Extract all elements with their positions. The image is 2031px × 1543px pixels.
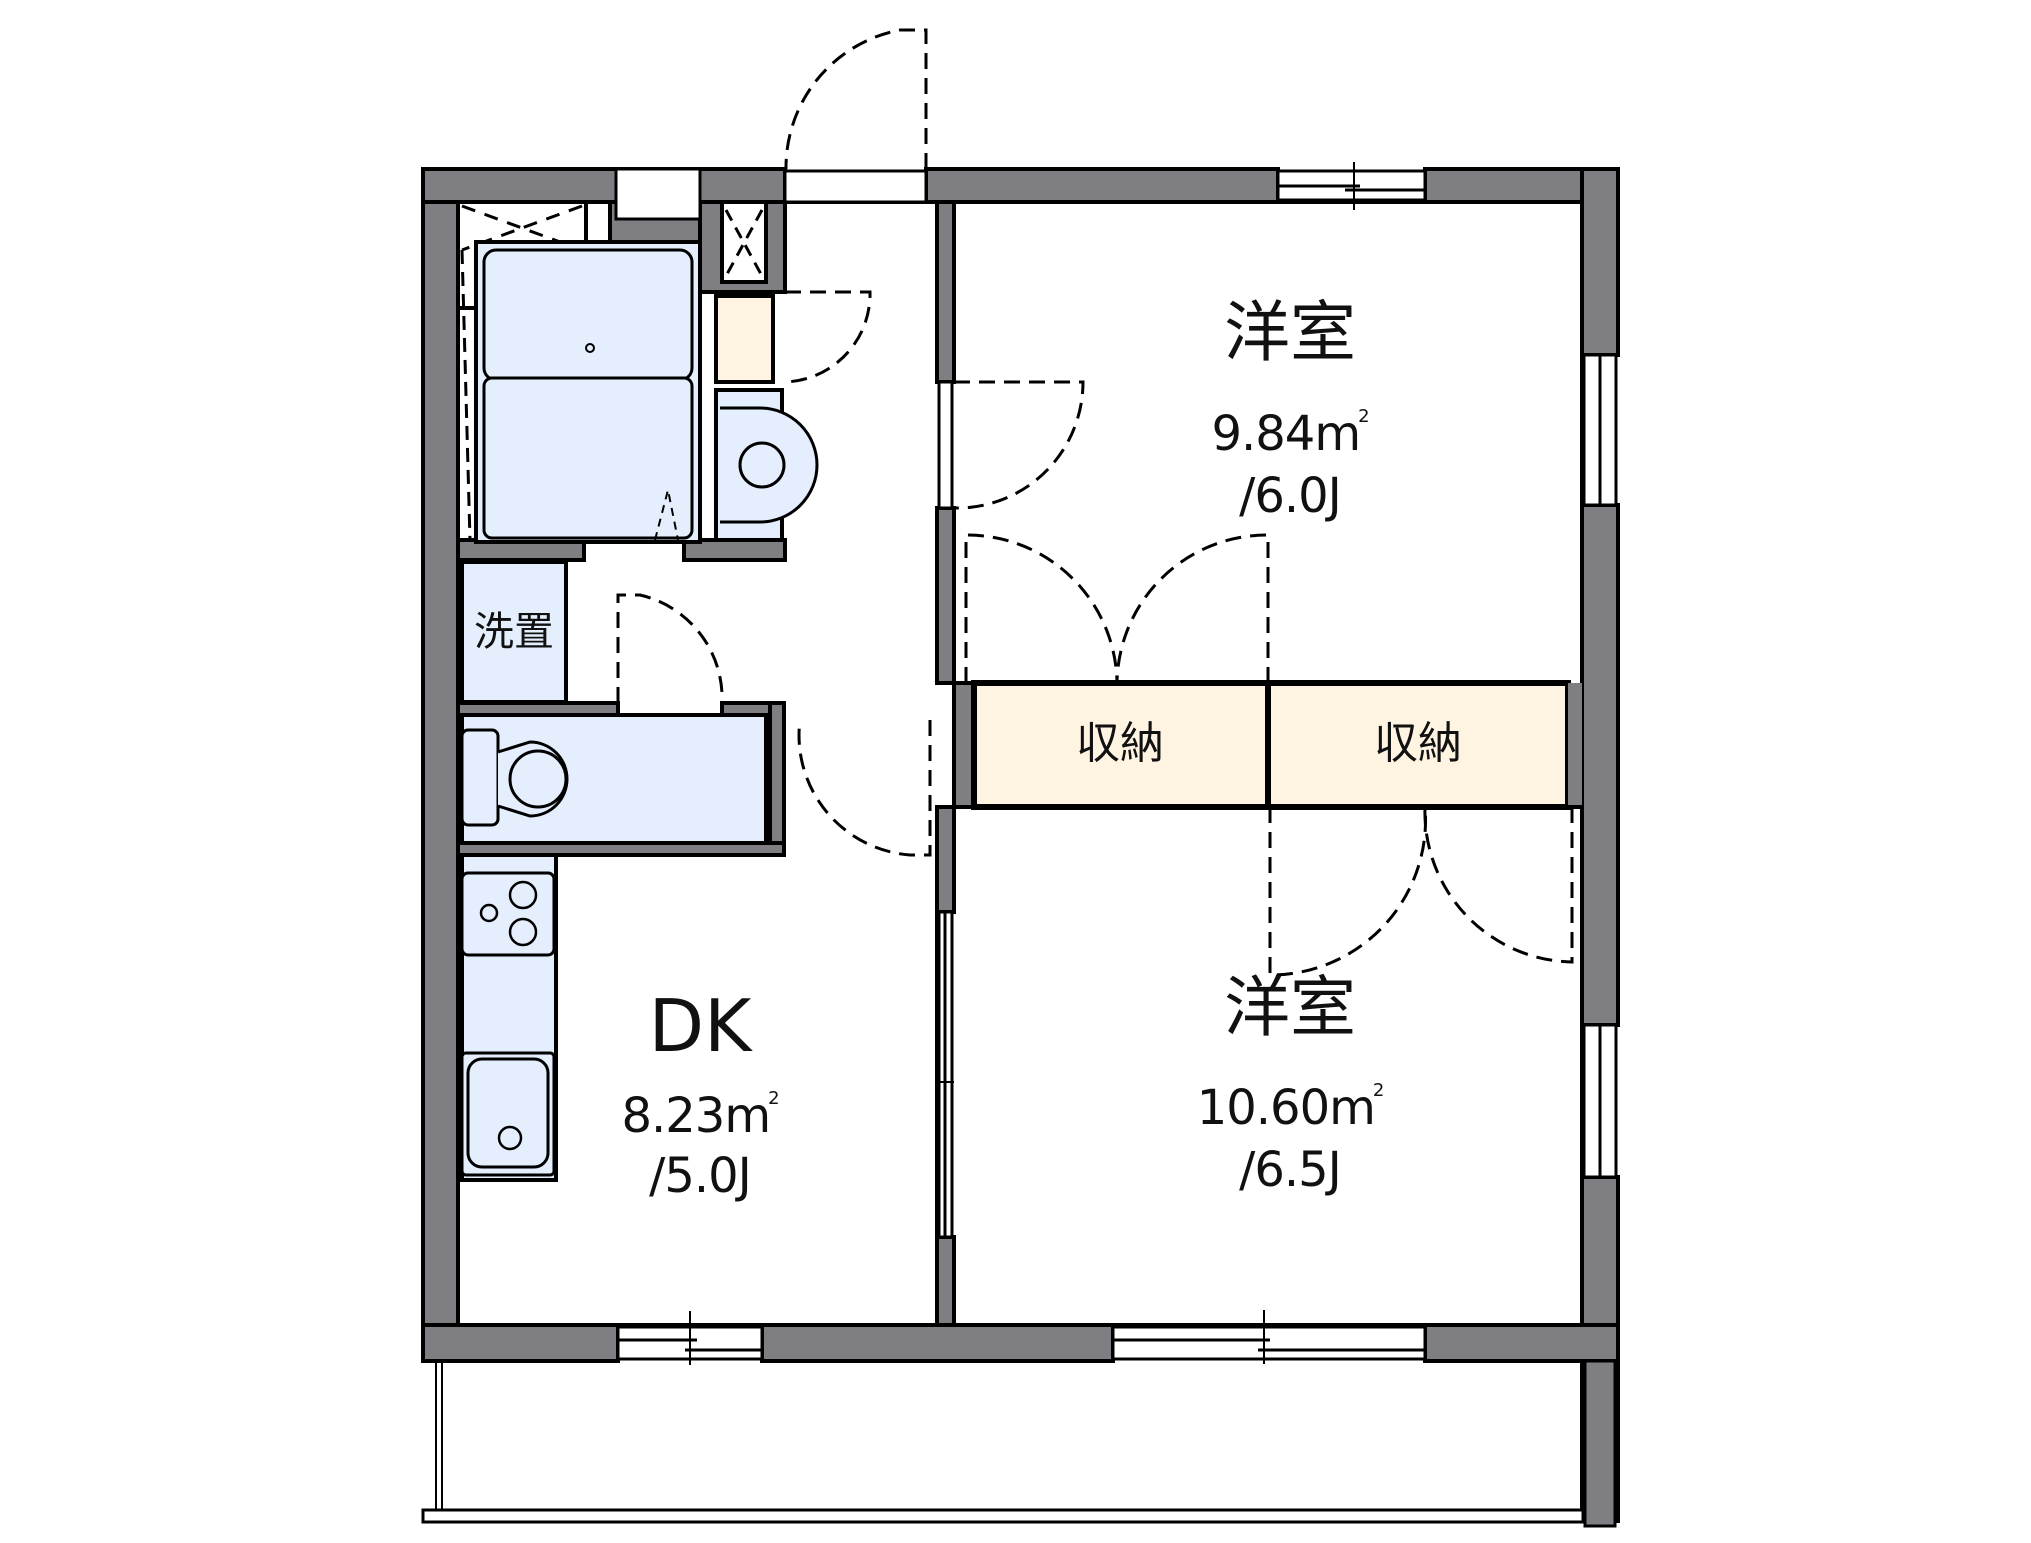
toilet-room: [460, 713, 768, 845]
storage-label-left: 収納: [1076, 718, 1164, 769]
kitchen-counter: [460, 853, 558, 1182]
room-name-dk: DK: [648, 984, 752, 1068]
area-value: 9.84m: [1211, 406, 1361, 462]
windows: [616, 162, 1618, 1365]
area-value: 8.23m: [621, 1088, 771, 1144]
area-unit-sup: 2: [1358, 406, 1369, 427]
room-jo-dk: /5.0J: [649, 1148, 752, 1204]
room-area-dk: 8.23m2: [585, 1088, 815, 1141]
balcony: [421, 1359, 1617, 1528]
bathroom: [456, 200, 702, 544]
small-window-top: [614, 167, 702, 221]
shoe-cabinet: [714, 294, 775, 384]
room-name-western-south: 洋室: [1224, 969, 1356, 1046]
gas-stove: [460, 871, 556, 957]
room-name-western-north: 洋室: [1224, 294, 1356, 371]
area-value: 10.60m: [1196, 1080, 1376, 1136]
area-unit-sup: 2: [768, 1088, 779, 1109]
room-area-western-south: 10.60m2: [1150, 1080, 1430, 1133]
room-jo-western-north: /6.0J: [1239, 468, 1342, 524]
washer-space-label: 洗置: [474, 609, 554, 655]
room-jo-western-south: /6.5J: [1239, 1142, 1342, 1198]
area-unit-sup: 2: [1372, 1080, 1384, 1101]
door-swings: [616, 28, 1574, 977]
washer-space: [460, 560, 568, 704]
storage-label-right: 収納: [1374, 718, 1462, 769]
washbasin: [714, 388, 819, 542]
room-area-western-north: 9.84m2: [1165, 406, 1415, 459]
pipe-shaft: [720, 200, 768, 284]
